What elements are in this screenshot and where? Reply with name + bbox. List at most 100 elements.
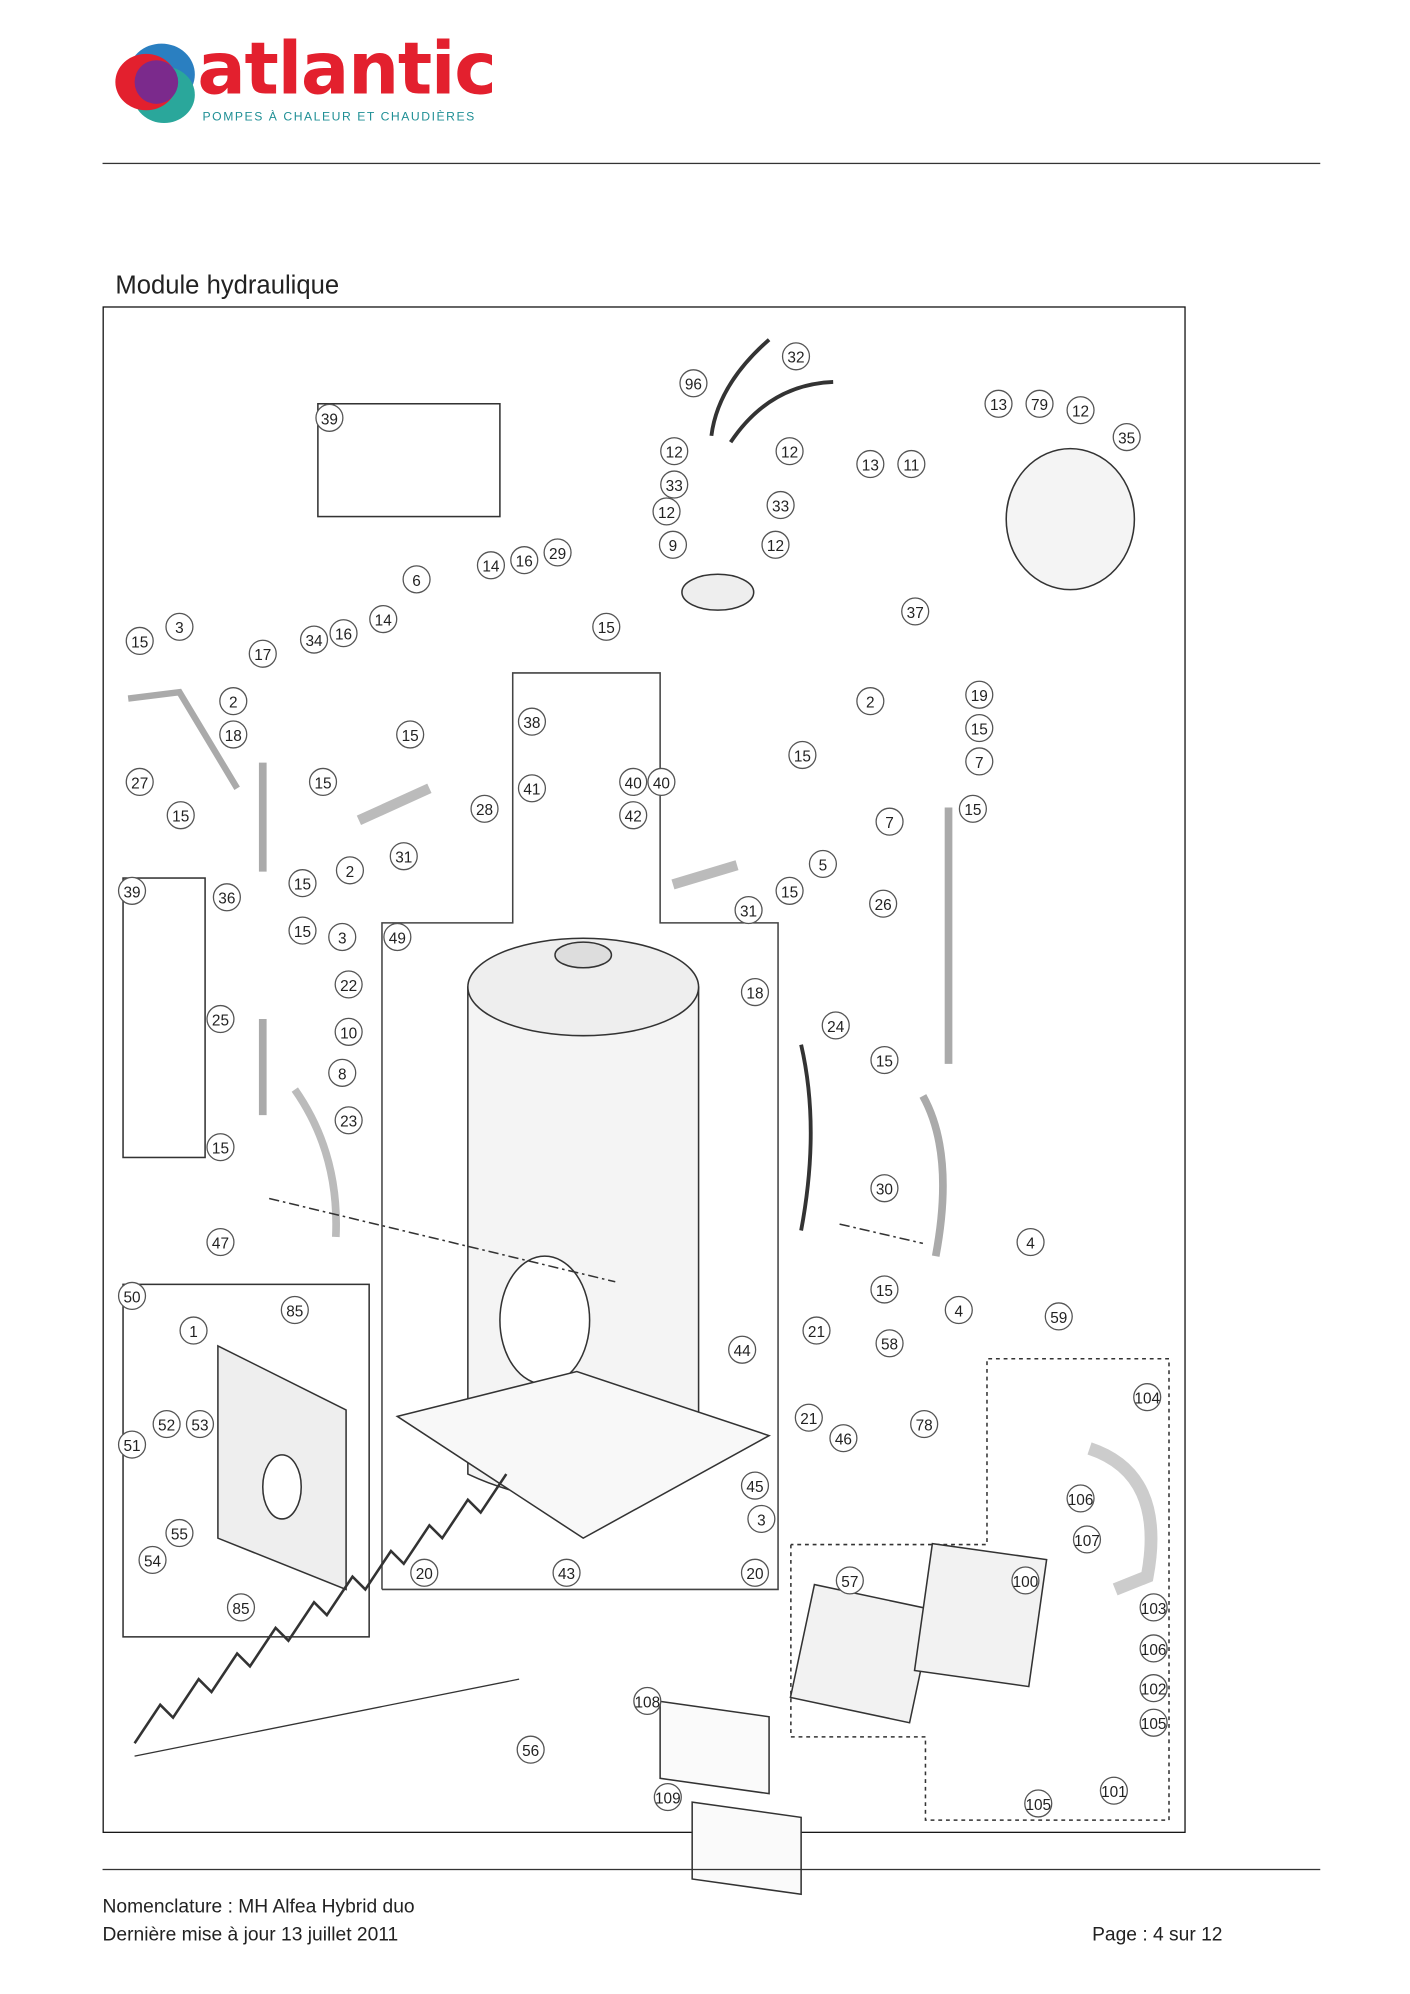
part-callout: 5 <box>808 849 838 879</box>
footer-page-number: Page : 4 sur 12 <box>1092 1923 1223 1946</box>
part-callout: 2 <box>856 687 885 716</box>
part-callout: 109 <box>653 1782 682 1812</box>
diagram-frame <box>102 306 1186 1833</box>
part-callout: 15 <box>288 916 317 945</box>
part-callout: 21 <box>794 1403 823 1432</box>
part-callout: 55 <box>165 1518 194 1548</box>
footer-divider <box>102 1868 1321 1871</box>
atlantic-logo: atlantic POMPES À CHALEUR ET CHAUDIÈRES <box>113 28 498 131</box>
part-callout: 14 <box>476 551 506 580</box>
part-callout: 9 <box>658 530 688 559</box>
part-callout: 15 <box>958 794 987 823</box>
part-callout: 96 <box>679 369 708 398</box>
logo-mark-icon <box>115 43 195 124</box>
part-callout: 100 <box>1011 1566 1040 1595</box>
part-callout: 14 <box>369 605 398 634</box>
part-callout: 106 <box>1066 1484 1095 1513</box>
part-callout: 79 <box>1025 389 1054 418</box>
part-callout: 8 <box>328 1058 357 1087</box>
part-callout: 20 <box>740 1558 770 1587</box>
part-callout: 107 <box>1072 1525 1102 1554</box>
part-callout: 22 <box>334 970 363 999</box>
part-callout: 49 <box>383 922 412 952</box>
part-callout: 30 <box>870 1174 899 1203</box>
part-callout: 12 <box>660 437 689 466</box>
part-callout: 37 <box>901 597 930 626</box>
section-title: Module hydraulique <box>115 271 340 300</box>
part-callout: 102 <box>1139 1674 1168 1703</box>
part-callout: 20 <box>410 1558 439 1587</box>
part-callout: 2 <box>335 856 365 885</box>
part-callout: 105 <box>1139 1708 1168 1737</box>
part-callout: 78 <box>910 1409 939 1439</box>
part-callout: 44 <box>728 1335 757 1364</box>
part-callout: 52 <box>152 1409 181 1439</box>
part-callout: 18 <box>219 720 248 749</box>
part-callout: 42 <box>619 801 648 830</box>
brand-name: atlantic <box>197 28 496 112</box>
part-callout: 106 <box>1139 1634 1168 1663</box>
part-callout: 35 <box>1112 422 1141 452</box>
part-callout: 53 <box>185 1409 215 1439</box>
part-callout: 105 <box>1024 1789 1053 1818</box>
part-callout: 11 <box>897 449 926 479</box>
part-callout: 25 <box>206 1004 235 1034</box>
part-callout: 45 <box>740 1471 770 1500</box>
part-callout: 26 <box>869 889 898 918</box>
brand-tagline: POMPES À CHALEUR ET CHAUDIÈRES <box>202 110 476 125</box>
part-callout: 12 <box>1066 396 1095 425</box>
part-callout: 18 <box>740 978 770 1007</box>
part-callout: 13 <box>984 389 1013 418</box>
part-callout: 50 <box>117 1281 147 1310</box>
part-callout: 2 <box>219 687 248 716</box>
part-callout: 15 <box>206 1133 235 1162</box>
part-callout: 104 <box>1133 1383 1162 1412</box>
part-callout: 15 <box>870 1045 899 1075</box>
part-callout: 1 <box>179 1316 208 1345</box>
part-callout: 15 <box>288 869 317 898</box>
part-callout: 43 <box>552 1558 581 1587</box>
part-callout: 46 <box>829 1424 858 1453</box>
part-callout: 24 <box>821 1011 850 1040</box>
part-callout: 40 <box>647 767 676 796</box>
part-callout: 15 <box>308 767 338 796</box>
part-callout: 15 <box>125 626 154 655</box>
part-callout: 31 <box>389 842 418 871</box>
footer-last-update: Dernière mise à jour 13 juillet 2011 <box>102 1923 399 1946</box>
part-callout: 15 <box>870 1275 899 1304</box>
part-callout: 4 <box>944 1295 973 1325</box>
part-callout: 13 <box>856 449 885 479</box>
part-callout: 15 <box>166 801 195 830</box>
part-callout: 4 <box>1016 1227 1045 1257</box>
part-callout: 33 <box>766 490 795 520</box>
part-callout: 7 <box>965 747 994 776</box>
part-callout: 12 <box>775 437 804 466</box>
part-callout: 16 <box>510 546 539 575</box>
part-callout: 58 <box>875 1329 904 1358</box>
part-callout: 54 <box>138 1545 167 1575</box>
part-callout: 7 <box>875 807 904 836</box>
part-callout: 32 <box>781 342 811 371</box>
part-callout: 12 <box>761 530 790 559</box>
part-callout: 39 <box>315 403 344 432</box>
part-callout: 15 <box>788 740 817 770</box>
header-divider <box>102 162 1321 165</box>
part-callout: 38 <box>517 707 547 736</box>
part-callout: 41 <box>517 774 547 803</box>
part-callout: 101 <box>1099 1776 1128 1805</box>
part-callout: 85 <box>280 1295 309 1325</box>
part-callout: 19 <box>965 680 994 709</box>
part-callout: 31 <box>734 895 763 925</box>
part-callout: 36 <box>212 883 241 912</box>
part-callout: 23 <box>334 1106 363 1135</box>
part-callout: 16 <box>329 619 358 648</box>
part-callout: 12 <box>652 497 681 526</box>
part-callout: 3 <box>165 612 194 641</box>
part-callout: 17 <box>248 639 277 668</box>
part-callout: 3 <box>747 1504 776 1534</box>
part-callout: 40 <box>619 767 648 796</box>
part-callout: 3 <box>328 922 357 952</box>
part-callout: 57 <box>835 1566 864 1595</box>
